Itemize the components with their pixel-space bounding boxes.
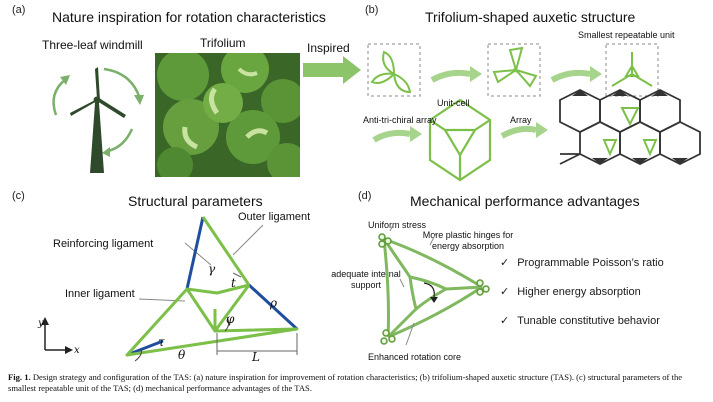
clover-leaves	[155, 53, 300, 177]
stage-box-3	[605, 43, 659, 97]
check-icon: ✓	[500, 256, 510, 269]
panel-d-label: (d)	[358, 190, 372, 202]
trifolium-photo	[155, 53, 300, 177]
array-label: Array	[510, 115, 532, 125]
axis-x-label: x	[74, 345, 80, 356]
symbol-gamma: γ	[208, 262, 216, 276]
windmill-illustration	[52, 67, 144, 173]
coordinate-axes	[44, 323, 67, 351]
outer-ligament-label: Outer ligament	[238, 211, 311, 223]
advantage-item-2: ✓ Higher energy absorption	[500, 285, 641, 298]
structural-parameters-diagram	[41, 216, 299, 362]
figure-label: Fig. 1.	[8, 372, 31, 382]
stage-box-2	[487, 43, 541, 97]
deformed-ligaments	[382, 237, 483, 339]
panel-b-title: Trifolium-shaped auxetic structure	[425, 9, 636, 25]
panel-a-label: (a)	[12, 4, 26, 16]
panel-c-label: (c)	[12, 190, 25, 202]
tas-evolution-diagram	[367, 43, 701, 182]
inspired-arrow	[303, 56, 361, 84]
stage-box-1	[367, 43, 421, 97]
unit-cell-label: Unit-cell	[437, 98, 470, 108]
check-icon: ✓	[500, 314, 510, 327]
advantage-item-1: ✓ Programmable Poisson’s ratio	[500, 256, 664, 269]
uniform-stress-label: Uniform stress	[368, 220, 427, 230]
tas-array	[559, 88, 701, 166]
panel-a-title: Nature inspiration for rotation characte…	[52, 9, 326, 25]
trifolium-label: Trifolium	[200, 36, 246, 50]
array-arrow-right	[500, 125, 537, 139]
rotation-arrows	[52, 67, 144, 157]
anti-chiral-label: Anti-tri-chiral array	[363, 115, 437, 125]
symbol-tau: τ	[158, 335, 165, 349]
symbol-L: L	[252, 350, 260, 364]
symbol-t: t	[231, 276, 236, 290]
symbol-theta: θ	[178, 348, 186, 362]
plastic-hinges-label: More plastic hinges for energy absorptio…	[422, 230, 514, 251]
windmill-label: Three-leaf windmill	[42, 38, 143, 52]
smallest-unit-label: Smallest repeatable unit	[578, 30, 675, 40]
array-arrow-left	[372, 129, 411, 143]
green-ligaments	[125, 216, 299, 357]
caption-text: Design strategy and configuration of the…	[8, 372, 683, 393]
symbol-rho: ρ	[270, 296, 278, 310]
advantage-text-1: Programmable Poisson’s ratio	[517, 257, 664, 269]
advantage-text-2: Higher energy absorption	[517, 286, 641, 298]
inspired-label: Inspired	[307, 41, 350, 55]
check-icon: ✓	[500, 285, 510, 298]
unit-cell-shape	[428, 98, 492, 182]
panel-c-title: Structural parameters	[128, 193, 263, 209]
windmill-tower	[90, 103, 104, 173]
panel-b-label: (b)	[365, 4, 379, 16]
adequate-support-label: adequate internal support	[331, 269, 401, 290]
stage-arrow-2	[550, 69, 591, 83]
panel-d-title: Mechanical performance advantages	[410, 193, 640, 209]
figure-caption: Fig. 1. Design strategy and configuratio…	[8, 372, 708, 394]
inner-ligament-label: Inner ligament	[65, 288, 135, 300]
three-leaf-shape	[370, 50, 412, 94]
reinforcing-ligament-label: Reinforcing ligament	[53, 238, 154, 250]
axis-y-label: y	[38, 318, 44, 329]
advantage-text-3: Tunable constitutive behavior	[517, 315, 660, 327]
stage-arrow-1	[430, 69, 471, 83]
symbol-phi: φ	[226, 312, 235, 326]
rotation-core-label: Enhanced rotation core	[368, 352, 462, 362]
advantage-item-3: ✓ Tunable constitutive behavior	[500, 314, 660, 327]
deformed-structure-diagram	[378, 225, 490, 346]
